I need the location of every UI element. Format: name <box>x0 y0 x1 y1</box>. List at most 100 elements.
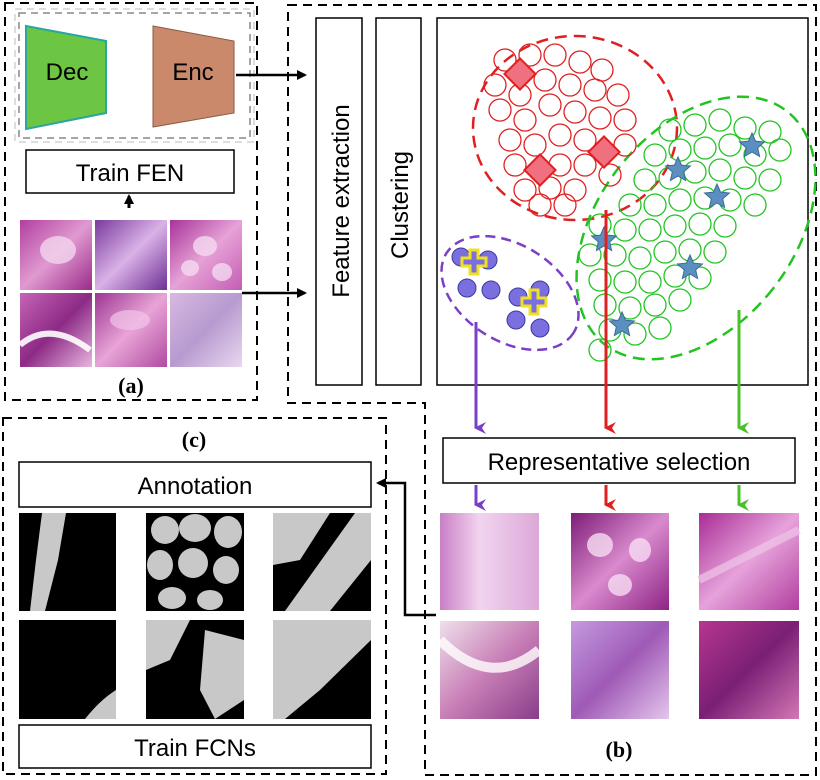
star-marker <box>664 155 692 182</box>
cluster-point <box>583 78 607 102</box>
red-representatives <box>503 57 621 187</box>
purple-representative-marker <box>520 288 548 316</box>
cluster-point <box>733 166 757 190</box>
cluster-point <box>573 128 597 152</box>
cluster-point <box>643 293 667 317</box>
mask-image <box>19 620 116 719</box>
cluster-purple-boundary <box>440 234 580 352</box>
cluster-point <box>538 176 562 200</box>
train-fcns-box <box>18 724 372 769</box>
cluster-point <box>563 100 587 124</box>
panel-b-label: (b) <box>606 737 633 762</box>
cluster-point <box>613 218 637 242</box>
star-marker <box>608 310 636 337</box>
cluster-point <box>633 168 657 192</box>
star-marker <box>703 182 731 209</box>
cluster-point <box>543 43 567 67</box>
cluster-point <box>613 270 637 294</box>
clustering-label: Clustering <box>387 151 414 259</box>
cluster-point <box>688 266 712 290</box>
cluster-point <box>568 50 592 74</box>
cluster-point <box>653 240 677 264</box>
encoder-label: Enc <box>172 59 213 86</box>
star-marker <box>676 253 704 280</box>
panel-b: Feature extraction Clustering <box>287 4 817 776</box>
cluster-point <box>733 116 757 140</box>
train-fen-label: Train FEN <box>76 160 184 187</box>
histology-image <box>95 293 167 367</box>
cluster-point <box>638 270 662 294</box>
cluster-point <box>713 214 737 238</box>
cluster-point <box>688 212 712 236</box>
cluster-point <box>518 43 542 67</box>
histology-image <box>95 220 167 290</box>
cluster-point <box>498 128 522 152</box>
cluster-point <box>538 93 562 117</box>
histology-image <box>20 293 92 367</box>
cluster-point <box>613 108 637 132</box>
cluster-point <box>628 246 652 270</box>
star-marker <box>590 225 618 252</box>
representative-selection-label: Representative selection <box>488 449 751 476</box>
cluster-point <box>623 322 647 346</box>
cluster-point <box>758 168 782 192</box>
annotation-label: Annotation <box>138 473 253 500</box>
cluster-point <box>588 268 612 292</box>
annotation-masks <box>19 513 371 719</box>
cluster-point <box>618 296 642 320</box>
panel-c-border <box>2 417 387 775</box>
cluster-point <box>703 240 727 264</box>
cluster-point <box>708 158 732 182</box>
selection-to-annotation-arrow <box>376 478 436 617</box>
cluster-point <box>648 316 672 340</box>
cluster-point <box>553 193 577 217</box>
cluster-point <box>598 163 622 187</box>
cluster-point <box>528 193 552 217</box>
cluster-point <box>533 68 557 92</box>
feature-extraction-label: Feature extraction <box>328 104 355 297</box>
histology-image <box>699 621 799 719</box>
cluster-point <box>668 188 692 212</box>
cluster-point <box>638 218 662 242</box>
panel-b-border <box>287 4 817 776</box>
cluster-point <box>488 98 512 122</box>
cluster-point <box>693 136 717 160</box>
cluster-point <box>523 133 547 157</box>
cluster-point <box>483 73 507 97</box>
cluster-point <box>643 143 667 167</box>
cluster-point <box>768 138 792 162</box>
cluster-point <box>683 113 707 137</box>
cluster-point <box>643 193 667 217</box>
panel-a-label: (a) <box>118 373 144 398</box>
encoder-trapezoid <box>152 25 235 128</box>
selected-histology-grid <box>436 513 801 719</box>
panel-c: (c) Annotation Train <box>2 417 387 775</box>
star-marker <box>738 131 766 158</box>
cluster-red-points <box>483 43 637 217</box>
cluster-point <box>588 338 612 362</box>
histology-image <box>170 293 242 367</box>
train-fen-box <box>25 149 235 194</box>
panel-c-label: (c) <box>182 427 206 452</box>
cluster-point <box>658 118 682 142</box>
cluster-point <box>573 153 597 177</box>
cluster-point <box>588 106 612 130</box>
green-representatives <box>590 131 766 337</box>
cluster-point <box>743 193 767 217</box>
cluster-point <box>758 120 782 144</box>
cluster-point <box>708 108 732 132</box>
cluster-point <box>558 73 582 97</box>
histology-image <box>699 513 799 610</box>
cluster-point <box>663 214 687 238</box>
cluster-point <box>603 243 627 267</box>
decoder-trapezoid <box>25 24 107 131</box>
cluster-point <box>548 123 572 147</box>
cluster-point <box>618 193 642 217</box>
cluster-point <box>503 153 527 177</box>
panel-a-border <box>4 2 258 401</box>
annotation-box <box>18 461 372 508</box>
purple-representative-marker <box>460 248 488 276</box>
cluster-point <box>513 108 537 132</box>
cluster-purple-points <box>451 247 550 338</box>
